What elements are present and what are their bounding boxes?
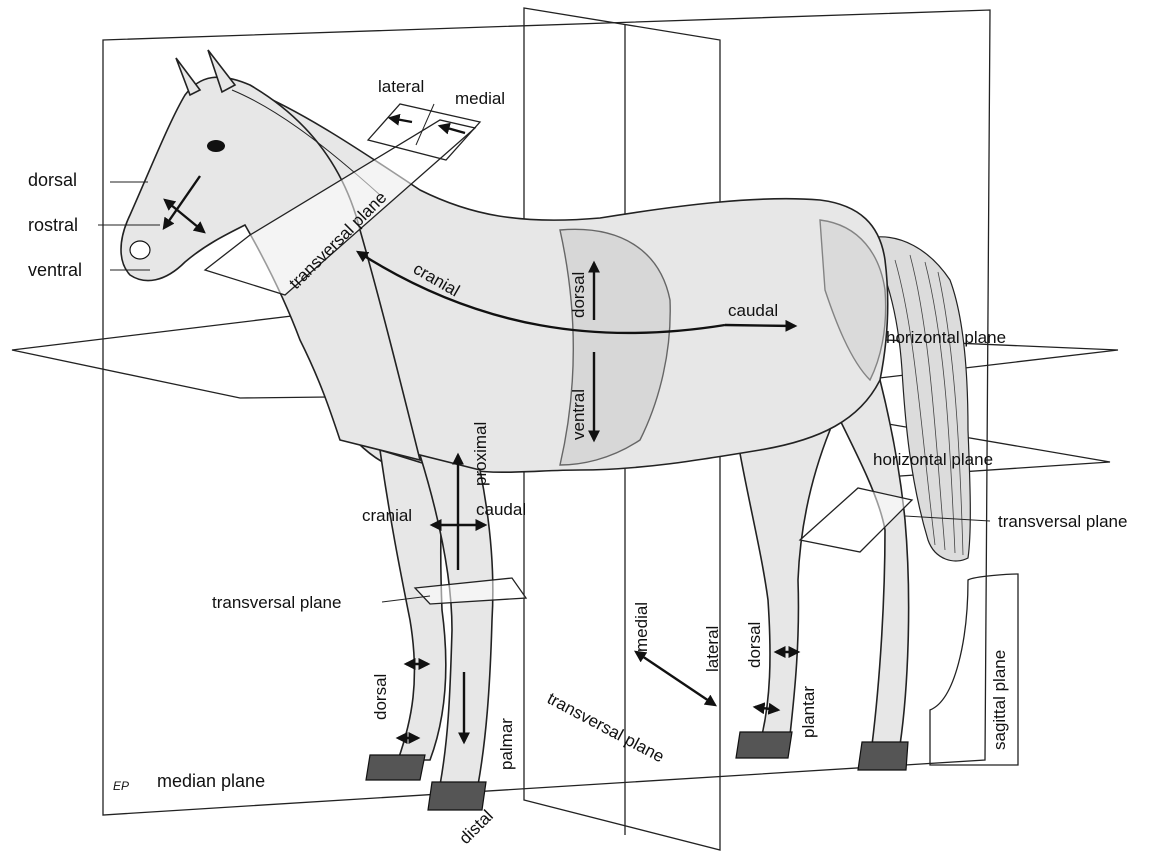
label-median-plane: median plane — [157, 771, 265, 791]
label-medial-mid: medial — [632, 602, 651, 652]
label-horizontal-plane-1: horizontal plane — [886, 328, 1006, 347]
label-caudal-leg: caudal — [476, 500, 526, 519]
label-transversal-bottom: transversal plane — [544, 689, 667, 767]
label-medial-top: medial — [455, 89, 505, 108]
label-palmar: palmar — [497, 718, 516, 770]
label-cranial-leg: cranial — [362, 506, 412, 525]
label-ventral-body: ventral — [569, 389, 588, 440]
label-dorsal-body: dorsal — [569, 272, 588, 318]
label-plantar: plantar — [799, 686, 818, 738]
label-distal: distal — [455, 806, 496, 847]
label-dorsal-head: dorsal — [28, 170, 77, 190]
label-lateral-mid: lateral — [703, 626, 722, 672]
label-dorsal-hind: dorsal — [745, 622, 764, 668]
label-transversal-hind: transversal plane — [998, 512, 1127, 531]
fore-legs — [366, 450, 493, 810]
label-rostral: rostral — [28, 215, 78, 235]
label-caudal-body: caudal — [728, 301, 778, 320]
label-dorsal-fore: dorsal — [371, 674, 390, 720]
label-horizontal-plane-2: horizontal plane — [873, 450, 993, 469]
label-transversal-fore: transversal plane — [212, 593, 341, 612]
label-ventral-head: ventral — [28, 260, 82, 280]
label-lateral-top: lateral — [378, 77, 424, 96]
label-sagittal-plane: sagittal plane — [990, 650, 1009, 750]
label-proximal: proximal — [471, 422, 490, 486]
artist-signature: EP — [113, 779, 129, 793]
